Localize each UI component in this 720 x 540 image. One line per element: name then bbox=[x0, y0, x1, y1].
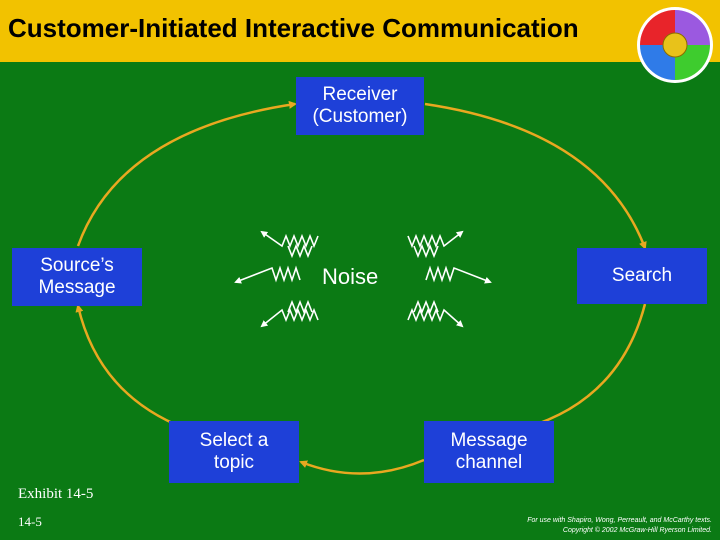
noise-right bbox=[407, 230, 492, 328]
channel-line1: Message bbox=[450, 430, 528, 451]
select-topic-box: Select a topic bbox=[169, 421, 299, 483]
copyright-credit: For use with Shapiro, Wong, Perreault, a… bbox=[412, 516, 712, 536]
receiver-line1: Receiver bbox=[322, 84, 398, 105]
search-label: Search bbox=[611, 265, 673, 286]
receiver-box: Receiver (Customer) bbox=[296, 77, 424, 135]
title-bar: Customer-Initiated Interactive Communica… bbox=[0, 0, 720, 62]
arc-channel-to-select bbox=[299, 458, 425, 475]
search-box: Search bbox=[577, 248, 707, 304]
select-line2: topic bbox=[213, 452, 255, 473]
arc-receiver-to-search bbox=[424, 102, 647, 250]
message-channel-box: Message channel bbox=[424, 421, 554, 483]
credit-line2: Copyright © 2002 McGraw-Hill Ryerson Lim… bbox=[562, 527, 712, 534]
page-title: Customer-Initiated Interactive Communica… bbox=[8, 13, 579, 43]
color-wheel-logo bbox=[637, 7, 713, 83]
noise-left bbox=[234, 230, 319, 328]
select-line1: Select a bbox=[199, 430, 269, 451]
noise-label: Noise bbox=[322, 264, 379, 289]
exhibit-label: Exhibit 14-5 bbox=[18, 486, 94, 502]
credit-line1: For use with Shapiro, Wong, Perreault, a… bbox=[527, 517, 712, 524]
source-line2: Message bbox=[38, 277, 116, 298]
arc-search-to-channel bbox=[523, 303, 647, 431]
channel-line2: channel bbox=[455, 452, 523, 473]
arc-select-to-source bbox=[75, 304, 196, 434]
receiver-line2: (Customer) bbox=[312, 106, 408, 127]
page-number: 14-5 bbox=[18, 514, 42, 529]
arc-source-to-receiver bbox=[76, 100, 297, 247]
cycle-ring bbox=[75, 100, 647, 475]
source-message-box: Source’s Message bbox=[12, 248, 142, 306]
source-line1: Source’s bbox=[40, 255, 114, 276]
